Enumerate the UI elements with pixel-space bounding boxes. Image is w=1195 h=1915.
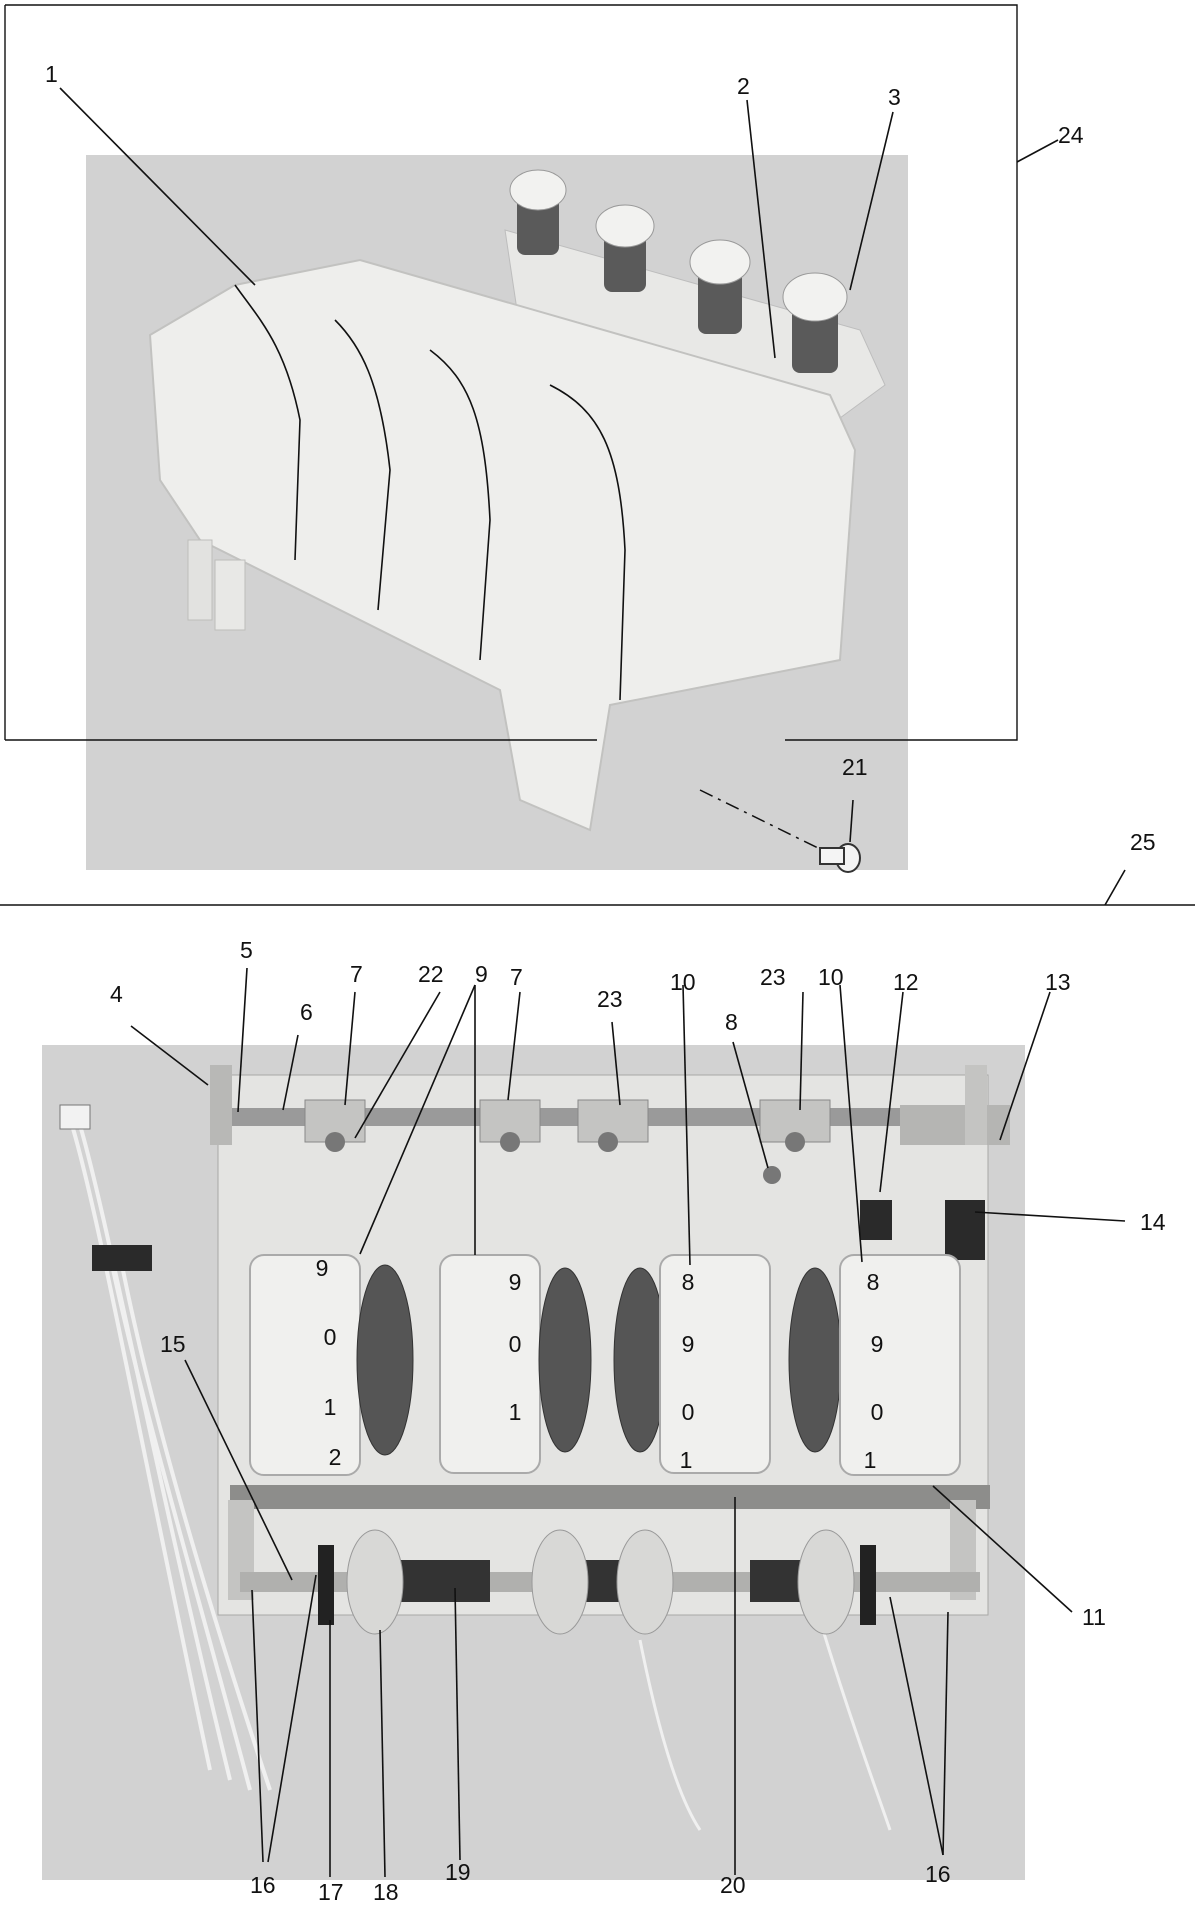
callout-9: 9 xyxy=(475,961,488,987)
callout-4: 4 xyxy=(110,981,123,1007)
callout-14: 14 xyxy=(1140,1209,1166,1235)
dial-number: 1 xyxy=(864,1447,877,1473)
leader-lines xyxy=(59,87,1126,1878)
tension-dial: 9 0 1 2 xyxy=(249,1254,414,1476)
callout-7: 7 xyxy=(350,961,363,987)
callout-10: 10 xyxy=(670,969,696,995)
callout-7: 7 xyxy=(510,964,523,990)
tension-dial: 9 0 1 xyxy=(439,1254,592,1474)
tension-dial: 8 9 0 1 xyxy=(788,1254,961,1476)
callout-5: 5 xyxy=(240,937,253,963)
callout-6: 6 xyxy=(300,999,313,1025)
callout-15: 15 xyxy=(160,1331,186,1357)
callout-labels: 1 2 3 24 21 25 5 7 22 9 10 23 10 12 13 4… xyxy=(45,61,1166,1905)
dial-number: 0 xyxy=(682,1399,695,1425)
callout-1: 1 xyxy=(45,61,58,87)
callout-8: 8 xyxy=(725,1009,738,1035)
callout-20: 20 xyxy=(720,1872,746,1898)
dial-number: 1 xyxy=(324,1394,337,1420)
dial-number: 1 xyxy=(680,1447,693,1473)
callout-10: 10 xyxy=(818,964,844,990)
screw-icon xyxy=(819,843,861,873)
callout-3: 3 xyxy=(888,84,901,110)
tension-knob xyxy=(782,272,848,373)
callout-2: 2 xyxy=(737,73,750,99)
assembly-frame-upper xyxy=(5,4,1018,741)
tension-knob xyxy=(689,239,751,334)
callout-13: 13 xyxy=(1045,969,1071,995)
callout-24: 24 xyxy=(1058,122,1084,148)
dial-number: 2 xyxy=(329,1444,342,1470)
callout-17: 17 xyxy=(318,1879,344,1905)
dial-number: 9 xyxy=(509,1269,522,1295)
dial-number: 8 xyxy=(867,1269,880,1295)
callout-25: 25 xyxy=(1130,829,1156,855)
dial-number: 9 xyxy=(316,1255,329,1281)
dial-number: 8 xyxy=(682,1269,695,1295)
upper-cover-photo xyxy=(86,155,908,873)
callout-16: 16 xyxy=(250,1872,276,1898)
dial-number: 0 xyxy=(324,1324,337,1350)
tension-knob xyxy=(509,169,567,255)
callout-18: 18 xyxy=(373,1879,399,1905)
callout-22: 22 xyxy=(418,961,444,987)
dial-number: 1 xyxy=(509,1399,522,1425)
callout-12: 12 xyxy=(893,969,919,995)
dial-number: 0 xyxy=(871,1399,884,1425)
callout-11: 11 xyxy=(1082,1604,1106,1630)
dial-number: 9 xyxy=(871,1331,884,1357)
callout-23: 23 xyxy=(760,964,786,990)
callout-23: 23 xyxy=(597,986,623,1012)
callout-16: 16 xyxy=(925,1861,951,1887)
callout-19: 19 xyxy=(445,1859,471,1885)
dial-number: 9 xyxy=(682,1331,695,1357)
callout-21: 21 xyxy=(842,754,868,780)
tension-dial: 8 9 0 1 xyxy=(613,1254,771,1474)
tension-knob xyxy=(595,204,655,292)
dial-number: 0 xyxy=(509,1331,522,1357)
